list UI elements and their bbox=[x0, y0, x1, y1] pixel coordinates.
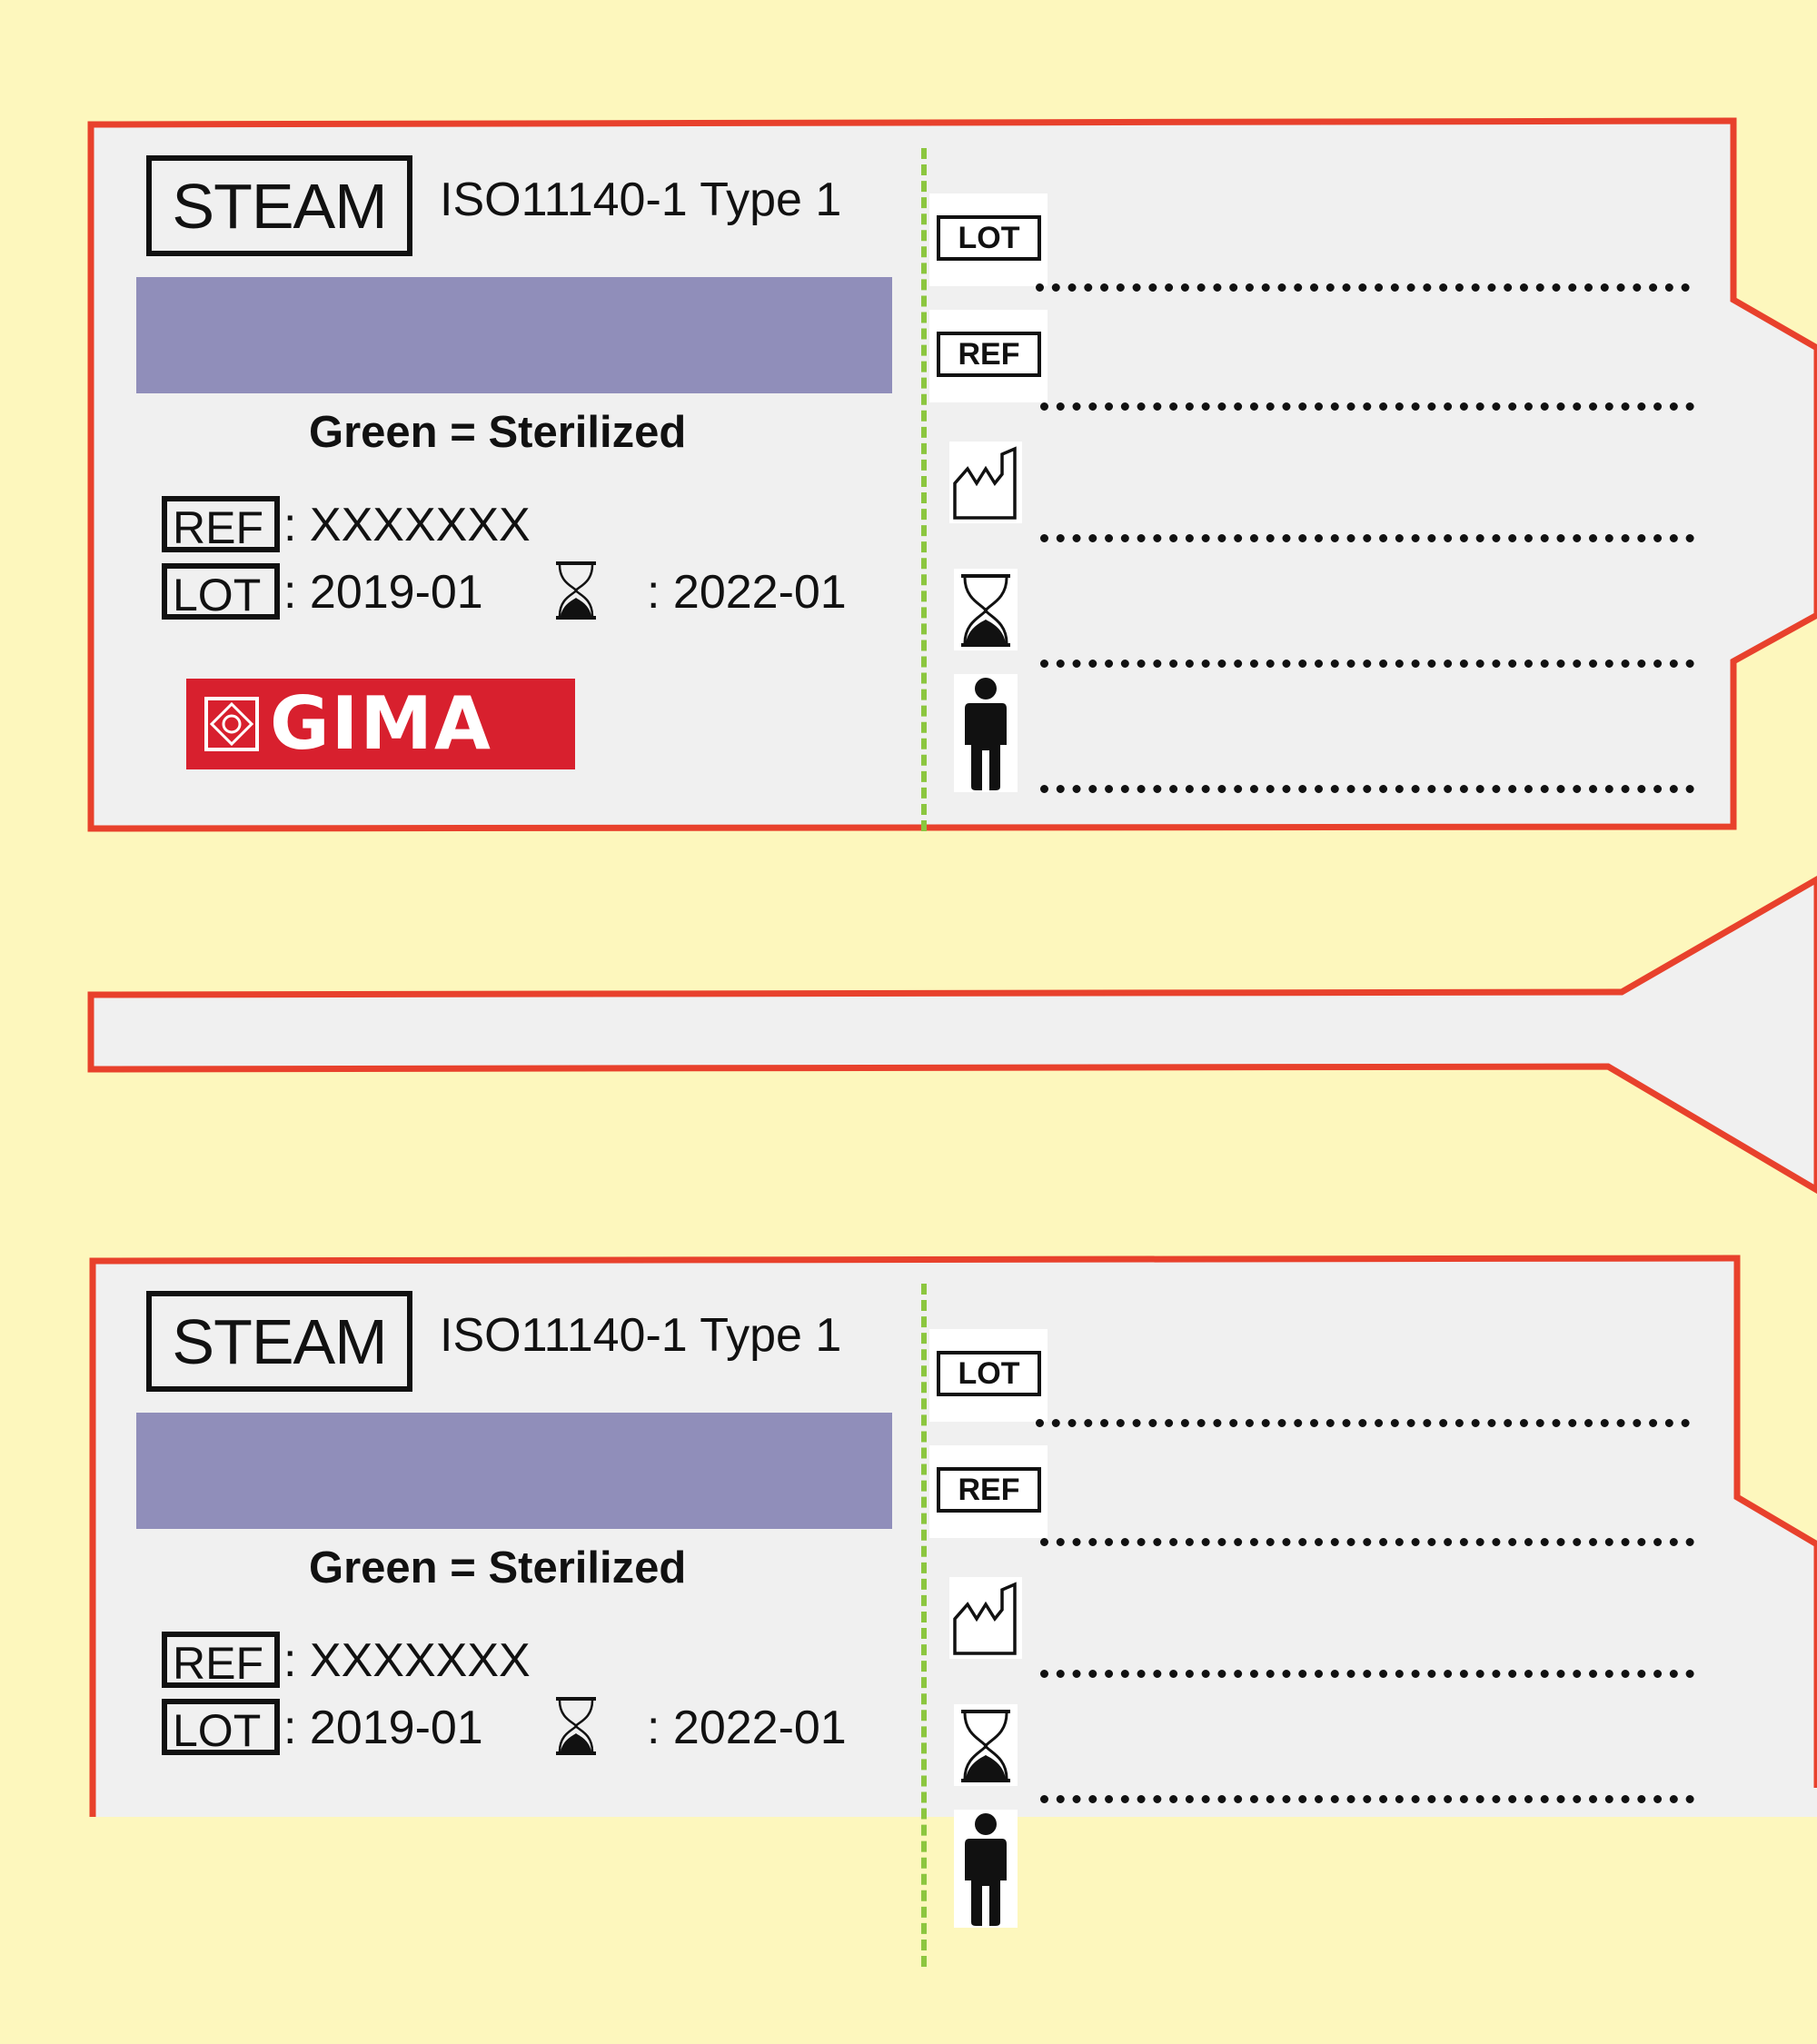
tag-manufacturer-write-line[interactable] bbox=[1040, 1670, 1694, 1678]
lot-value: : 2019-01 bbox=[283, 566, 483, 619]
hourglass-icon bbox=[954, 569, 1018, 650]
indicator-legend: Green = Sterilized bbox=[309, 1543, 687, 1593]
sterilization-label-1: STEAM ISO11140-1 Type 1 Green = Steriliz… bbox=[0, 0, 1817, 908]
tag-ref-write-line[interactable] bbox=[1040, 1538, 1694, 1546]
tag-lot-write-line[interactable] bbox=[1036, 1419, 1690, 1427]
hourglass-icon bbox=[954, 1704, 1018, 1786]
person-icon bbox=[954, 1810, 1018, 1928]
gima-logo-text: GIMA bbox=[270, 681, 492, 766]
ref-symbol: REF bbox=[162, 496, 280, 552]
chemical-indicator-strip bbox=[136, 1413, 892, 1529]
perforation-line bbox=[921, 148, 927, 831]
tag-lot-label: LOT bbox=[937, 1351, 1041, 1396]
gima-logo: GIMA bbox=[186, 679, 575, 769]
tag-expiry-write-line[interactable] bbox=[1040, 1795, 1694, 1803]
standard-text: ISO11140-1 Type 1 bbox=[440, 174, 842, 226]
indicator-legend: Green = Sterilized bbox=[309, 408, 687, 457]
perforation-line bbox=[921, 1284, 927, 1967]
tag-lot-write-line[interactable] bbox=[1036, 283, 1690, 292]
hourglass-icon bbox=[551, 1695, 601, 1757]
factory-icon bbox=[949, 442, 1022, 523]
tag-ref-field: REF bbox=[929, 1445, 1048, 1538]
tag-lot-field: LOT bbox=[929, 1329, 1048, 1422]
expiry-value: : 2022-01 bbox=[647, 566, 847, 619]
tag-manufacturer-write-line[interactable] bbox=[1040, 534, 1694, 542]
ref-symbol: REF bbox=[162, 1632, 280, 1688]
hourglass-icon bbox=[551, 560, 601, 621]
lot-value: : 2019-01 bbox=[283, 1702, 483, 1754]
expiry-value: : 2022-01 bbox=[647, 1702, 847, 1754]
tag-ref-field: REF bbox=[929, 310, 1048, 402]
person-icon bbox=[954, 674, 1018, 792]
ref-value: : XXXXXXX bbox=[283, 499, 531, 551]
tag-ref-write-line[interactable] bbox=[1040, 402, 1694, 411]
factory-icon bbox=[949, 1577, 1022, 1659]
tag-lot-field: LOT bbox=[929, 193, 1048, 286]
standard-text: ISO11140-1 Type 1 bbox=[440, 1309, 842, 1362]
process-badge: STEAM bbox=[146, 1291, 412, 1392]
tag-patient-write-line[interactable] bbox=[1040, 785, 1694, 793]
lot-symbol: LOT bbox=[162, 1699, 280, 1755]
chemical-indicator-strip bbox=[136, 277, 892, 393]
lot-symbol: LOT bbox=[162, 563, 280, 620]
tag-lot-label: LOT bbox=[937, 215, 1041, 261]
tag-ref-label: REF bbox=[937, 332, 1041, 377]
tag-expiry-write-line[interactable] bbox=[1040, 660, 1694, 668]
gima-emblem-icon bbox=[204, 697, 259, 751]
process-badge: STEAM bbox=[146, 155, 412, 256]
tag-ref-label: REF bbox=[937, 1467, 1041, 1513]
sterilization-label-2: STEAM ISO11140-1 Type 1 Green = Steriliz… bbox=[0, 1136, 1817, 2044]
ref-value: : XXXXXXX bbox=[283, 1634, 531, 1687]
